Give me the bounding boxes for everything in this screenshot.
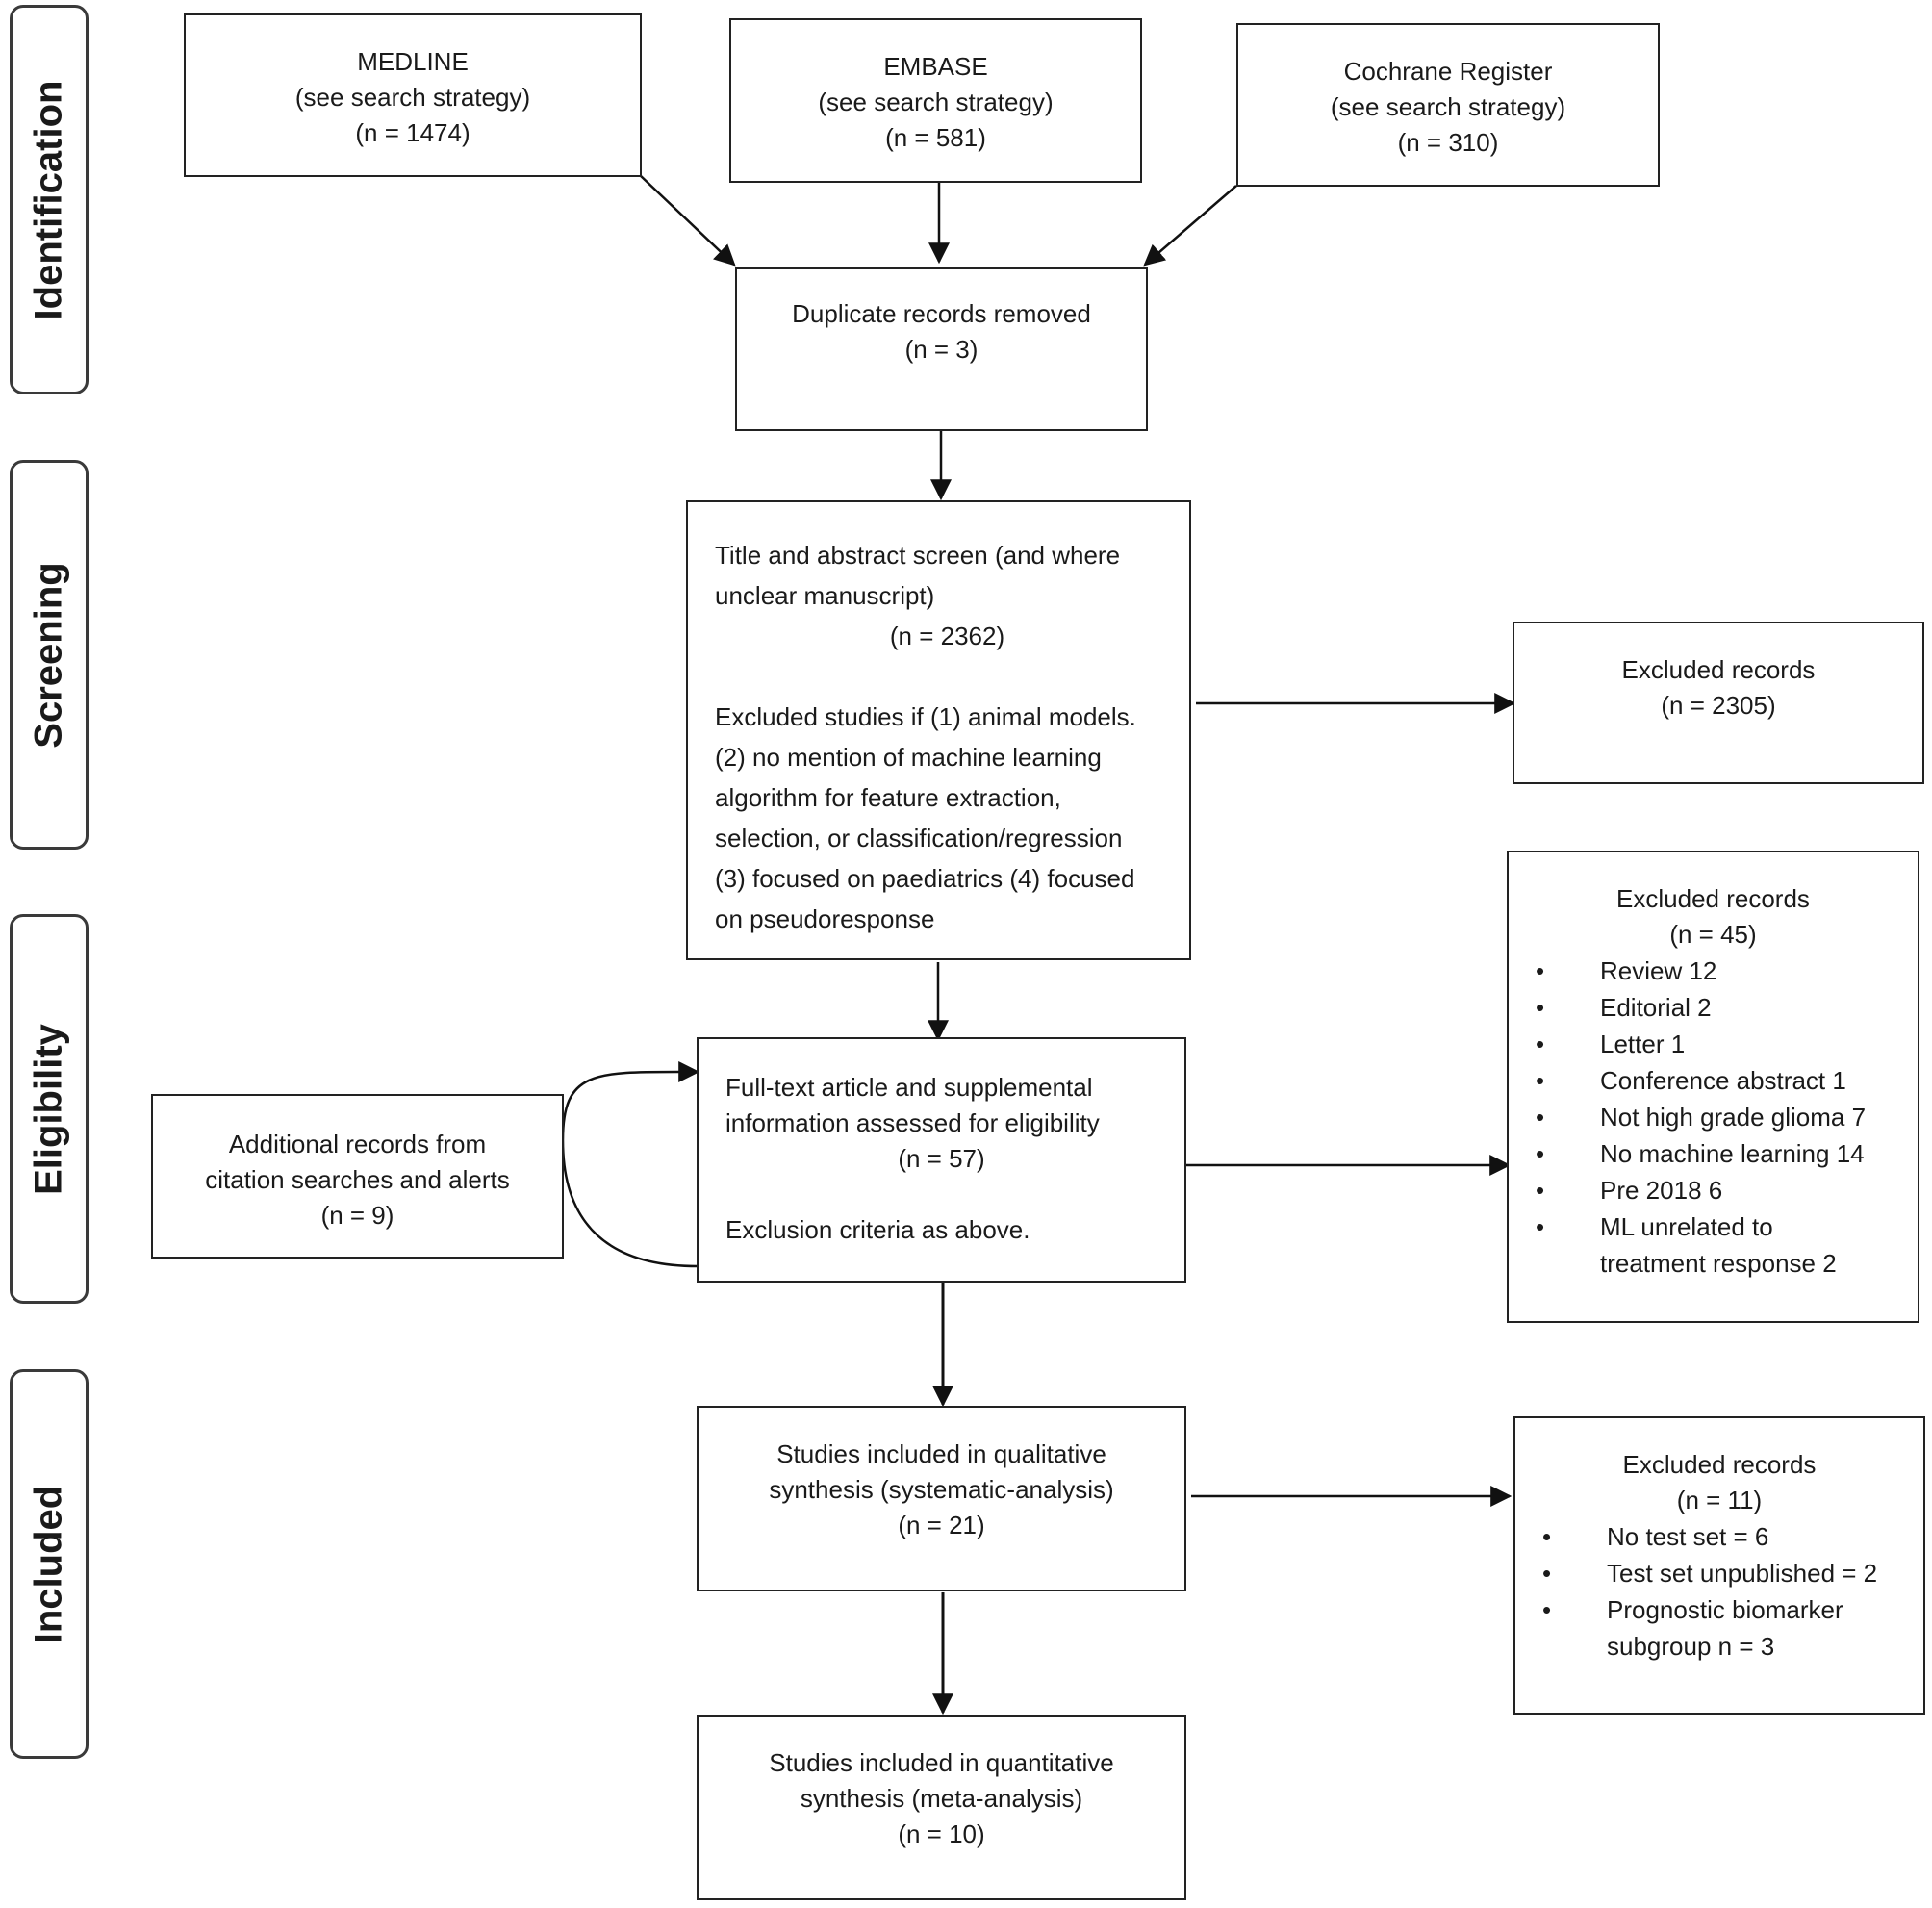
fulltext-criteria: Exclusion criteria as above. — [725, 1215, 1030, 1244]
screen-count: (n = 2362) — [889, 622, 1005, 650]
qualitative-line2: synthesis (systematic-analysis) — [769, 1475, 1114, 1504]
qualitative-count: (n = 21) — [898, 1511, 985, 1539]
screen-criteria-line: (3) focused on paediatrics (4) focused — [715, 864, 1135, 893]
excluded-eligibility-box: Excluded records (n = 45) Review 12 Edit… — [1507, 851, 1919, 1323]
duplicates-box: Duplicate records removed (n = 3) — [735, 267, 1148, 431]
embase-box: EMBASE (see search strategy) (n = 581) — [729, 18, 1142, 183]
quantitative-synthesis-box: Studies included in quantitative synthes… — [697, 1715, 1186, 1900]
arrow-additional-to-fulltext — [561, 1060, 700, 1268]
phase-eligibility: Eligibility — [10, 914, 89, 1304]
list-item: Prognostic biomarker — [1515, 1591, 1923, 1628]
list-item: Not high grade glioma 7 — [1509, 1099, 1918, 1135]
list-item-continuation: subgroup n = 3 — [1607, 1632, 1775, 1661]
additional-count: (n = 9) — [320, 1201, 394, 1230]
quantitative-line2: synthesis (meta-analysis) — [800, 1784, 1083, 1813]
additional-line1: Additional records from — [228, 1130, 487, 1158]
phase-identification: Identification — [10, 5, 89, 394]
phase-eligibility-label: Eligibility — [27, 1023, 70, 1195]
phase-screening: Screening — [10, 460, 89, 850]
embase-note: (see search strategy) — [818, 88, 1054, 116]
excluded-included-title: Excluded records — [1622, 1450, 1817, 1479]
list-item: Test set unpublished = 2 — [1515, 1555, 1923, 1591]
excluded-screening-box: Excluded records (n = 2305) — [1513, 622, 1924, 784]
screen-criteria-line: on pseudoresponse — [715, 904, 935, 933]
excluded-included-list: No test set = 6 Test set unpublished = 2… — [1515, 1518, 1923, 1665]
phase-screening-label: Screening — [27, 561, 70, 749]
excluded-included-box: Excluded records (n = 11) No test set = … — [1513, 1416, 1925, 1715]
cochrane-box: Cochrane Register (see search strategy) … — [1236, 23, 1660, 187]
full-text-assessment-box: Full-text article and supplemental infor… — [697, 1037, 1186, 1283]
quantitative-line1: Studies included in quantitative — [769, 1748, 1114, 1777]
medline-box: MEDLINE (see search strategy) (n = 1474) — [184, 13, 642, 177]
fulltext-line1: Full-text article and supplemental — [725, 1073, 1093, 1102]
list-item: Pre 2018 6 — [1509, 1172, 1918, 1208]
screen-title-line1: Title and abstract screen (and where — [715, 541, 1121, 570]
fulltext-line2: information assessed for eligibility — [725, 1108, 1100, 1137]
phase-included: Included — [10, 1369, 89, 1759]
embase-count: (n = 581) — [885, 123, 986, 152]
list-item: ML unrelated to — [1509, 1208, 1918, 1245]
arrow-cochrane-to-duplicates — [1143, 185, 1237, 267]
cochrane-title: Cochrane Register — [1343, 57, 1553, 86]
list-item: Editorial 2 — [1509, 989, 1918, 1026]
quantitative-count: (n = 10) — [898, 1819, 985, 1848]
screen-criteria-line: selection, or classification/regression — [715, 824, 1123, 852]
medline-count: (n = 1474) — [355, 118, 470, 147]
excluded-eligibility-count: (n = 45) — [1669, 920, 1757, 949]
additional-line2: citation searches and alerts — [205, 1165, 510, 1194]
qualitative-synthesis-box: Studies included in qualitative synthesi… — [697, 1406, 1186, 1591]
medline-title: MEDLINE — [357, 47, 469, 76]
excluded-eligibility-list: Review 12 Editorial 2 Letter 1 Conferenc… — [1509, 953, 1918, 1282]
arrow-medline-to-duplicates — [639, 174, 736, 267]
title-abstract-screen-box: Title and abstract screen (and where unc… — [686, 500, 1191, 960]
cochrane-note: (see search strategy) — [1330, 92, 1566, 121]
phase-identification-label: Identification — [27, 80, 70, 319]
excluded-screening-title: Excluded records — [1621, 655, 1816, 684]
list-item: Conference abstract 1 — [1509, 1062, 1918, 1099]
additional-records-box: Additional records from citation searche… — [151, 1094, 564, 1259]
screen-criteria-line: (2) no mention of machine learning — [715, 743, 1102, 772]
duplicates-count: (n = 3) — [904, 335, 979, 364]
screen-title-line2: unclear manuscript) — [715, 581, 935, 610]
list-item: Review 12 — [1509, 953, 1918, 989]
screen-criteria-line: Excluded studies if (1) animal models. — [715, 702, 1136, 731]
qualitative-line1: Studies included in qualitative — [776, 1439, 1106, 1468]
medline-note: (see search strategy) — [294, 83, 531, 112]
phase-included-label: Included — [27, 1485, 70, 1643]
excluded-included-count: (n = 11) — [1676, 1486, 1763, 1514]
screen-criteria-line: algorithm for feature extraction, — [715, 783, 1061, 812]
list-item: No test set = 6 — [1515, 1518, 1923, 1555]
list-item-continuation: treatment response 2 — [1600, 1249, 1837, 1278]
duplicates-title: Duplicate records removed — [792, 299, 1091, 328]
embase-title: EMBASE — [883, 52, 988, 81]
cochrane-count: (n = 310) — [1397, 128, 1499, 157]
fulltext-count: (n = 57) — [898, 1144, 985, 1173]
excluded-eligibility-title: Excluded records — [1616, 884, 1810, 913]
list-item: No machine learning 14 — [1509, 1135, 1918, 1172]
list-item: Letter 1 — [1509, 1026, 1918, 1062]
excluded-screening-count: (n = 2305) — [1661, 691, 1776, 720]
